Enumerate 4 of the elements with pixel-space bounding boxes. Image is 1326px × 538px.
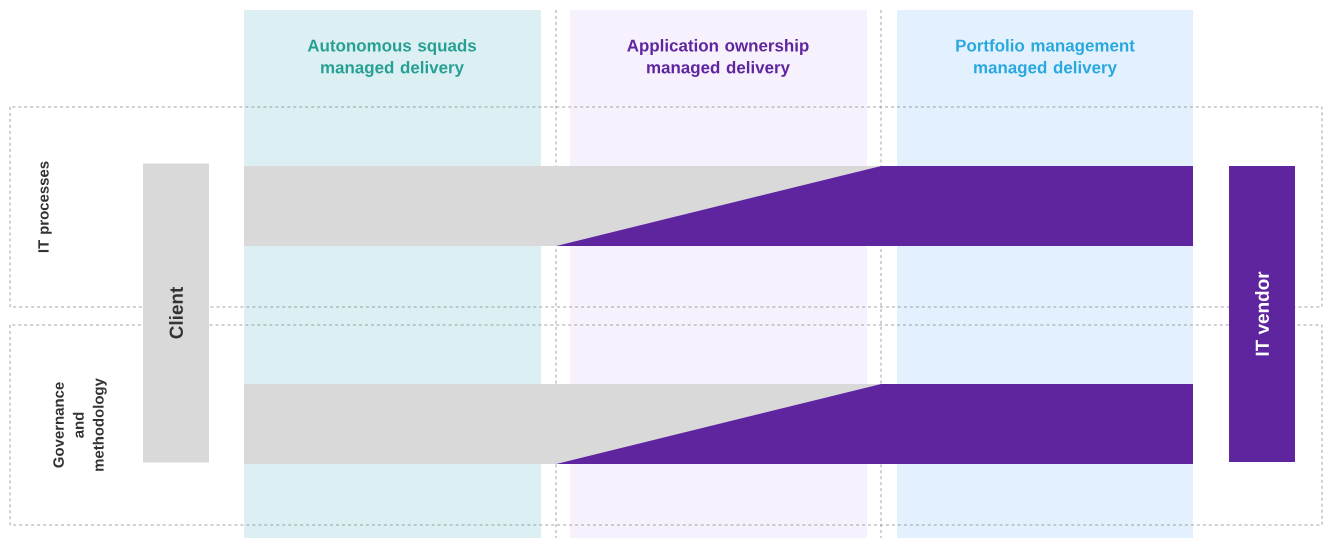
side-box: IT vendor (1229, 166, 1295, 462)
bar (244, 384, 1193, 464)
bar (244, 166, 1193, 246)
side-box: Client (143, 163, 209, 463)
